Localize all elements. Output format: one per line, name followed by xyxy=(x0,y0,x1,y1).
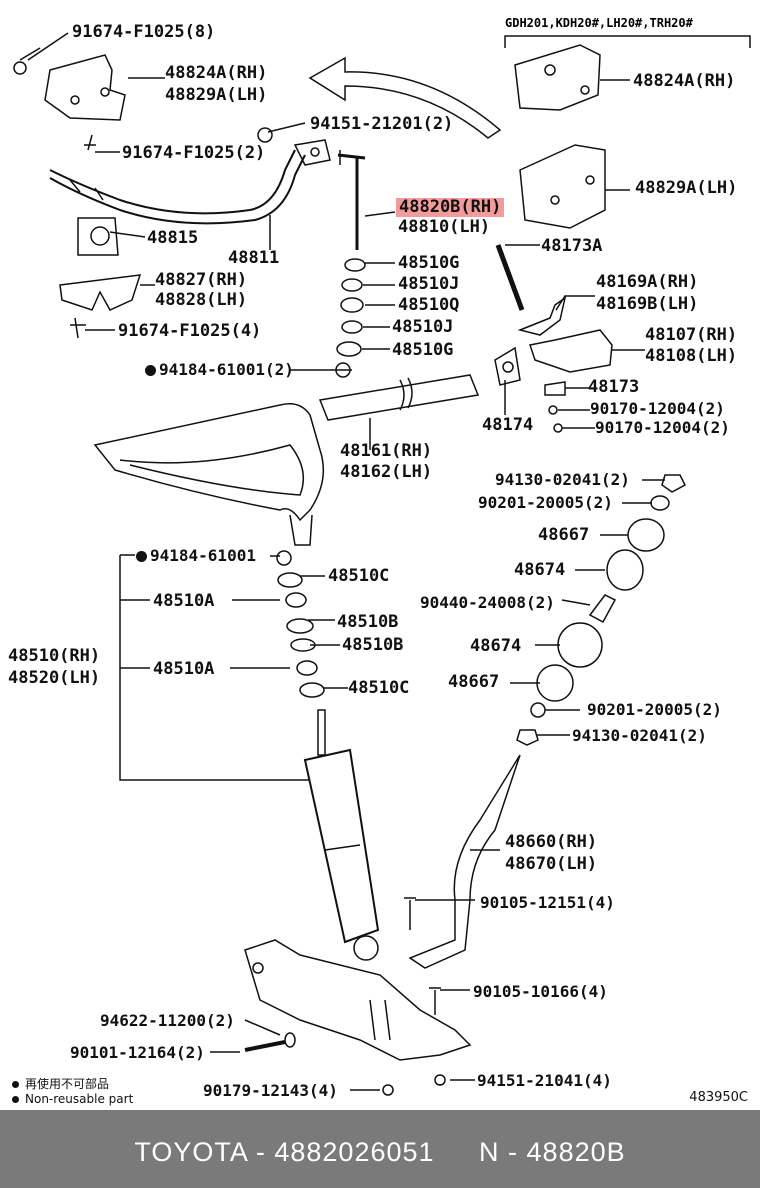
label-48510a-b[interactable]: 48510A xyxy=(153,659,215,679)
label-48107-rh[interactable]: 48107(RH) xyxy=(645,325,738,345)
label-94622-11200[interactable]: 94622-11200(2) xyxy=(100,1011,235,1030)
label-94184-61001[interactable]: 94184-61001 xyxy=(136,548,256,564)
label-94130-02041-a[interactable]: 94130-02041(2) xyxy=(495,470,630,489)
legend-non-reusable-jp: 再使用不可部品 xyxy=(12,1075,109,1092)
bracket-48824a-right xyxy=(514,44,601,111)
non-reusable-marker-icon xyxy=(136,551,147,562)
label-48520-lh[interactable]: 48520(LH) xyxy=(8,668,101,688)
kit-bracket xyxy=(119,554,310,781)
label-48510a-a[interactable]: 48510A xyxy=(153,591,215,611)
label-48510b-a[interactable]: 48510B xyxy=(337,612,399,632)
label-48510g-1[interactable]: 48510G xyxy=(398,253,460,273)
upper-arm xyxy=(93,403,325,522)
bracket-48824a-left xyxy=(44,54,126,121)
label-90105-10166[interactable]: 90105-10166(4) xyxy=(473,982,608,1001)
label-90101-12164[interactable]: 90101-12164(2) xyxy=(70,1043,205,1062)
stabilizer-bar xyxy=(49,149,296,215)
bushing-48107 xyxy=(529,329,613,373)
bushing-48815 xyxy=(77,217,119,256)
label-94184-61001-2[interactable]: 94184-61001(2) xyxy=(145,362,294,378)
label-48829a-lh-right[interactable]: 48829A(LH) xyxy=(635,178,738,198)
label-48169a-rh[interactable]: 48169A(RH) xyxy=(596,272,699,292)
non-reusable-marker-icon xyxy=(145,365,156,376)
model-applicability: GDH201,KDH20#,LH20#,TRH20# xyxy=(505,16,693,30)
label-91674-f1025-8[interactable]: 91674-F1025(8) xyxy=(72,22,216,42)
label-90170-12004-b[interactable]: 90170-12004(2) xyxy=(595,418,730,437)
label-48674-a[interactable]: 48674 xyxy=(514,560,566,580)
label-48660-rh[interactable]: 48660(RH) xyxy=(505,832,598,852)
label-48510g-2[interactable]: 48510G xyxy=(392,340,454,360)
label-90201-20005-a[interactable]: 90201-20005(2) xyxy=(478,493,613,512)
label-48674-b[interactable]: 48674 xyxy=(470,636,522,656)
label-48510j-2[interactable]: 48510J xyxy=(392,317,454,337)
label-48510c-b[interactable]: 48510C xyxy=(348,678,410,698)
label-48161-rh[interactable]: 48161(RH) xyxy=(340,441,433,461)
label-90170-12004-a[interactable]: 90170-12004(2) xyxy=(590,399,725,418)
label-48510j-1[interactable]: 48510J xyxy=(398,274,460,294)
label-48510b-b[interactable]: 48510B xyxy=(342,635,404,655)
label-48108-lh[interactable]: 48108(LH) xyxy=(645,346,738,366)
shock-absorber xyxy=(317,709,326,756)
label-48824a-rh-right[interactable]: 48824A(RH) xyxy=(633,71,736,91)
footer-text: TOYOTA - 4882026051 N - 48820B xyxy=(0,1137,760,1168)
label-48670-lh[interactable]: 48670(LH) xyxy=(505,854,598,874)
label-48824a-rh-top[interactable]: 48824A(RH) xyxy=(165,63,268,83)
label-90179-12143[interactable]: 90179-12143(4) xyxy=(203,1081,338,1100)
label-48820b-rh-highlighted[interactable]: 48820B(RH) xyxy=(396,198,505,217)
label-94130-02041-b[interactable]: 94130-02041(2) xyxy=(572,726,707,745)
footer-bar xyxy=(0,1110,760,1188)
label-48810-lh[interactable]: 48810(LH) xyxy=(398,217,491,237)
bolt-48173a xyxy=(495,244,525,311)
label-91674-f1025-4[interactable]: 91674-F1025(4) xyxy=(118,321,262,341)
label-48510q[interactable]: 48510Q xyxy=(398,295,460,315)
footer-brand-part-number: TOYOTA - 4882026051 xyxy=(134,1137,435,1167)
label-48510c-a[interactable]: 48510C xyxy=(328,566,390,586)
label-48829a-lh-top[interactable]: 48829A(LH) xyxy=(165,85,268,105)
label-48162-lh[interactable]: 48162(LH) xyxy=(340,462,433,482)
bracket-48829a-right xyxy=(519,144,606,229)
label-90440-24008[interactable]: 90440-24008(2) xyxy=(420,593,555,612)
label-90105-12151[interactable]: 90105-12151(4) xyxy=(480,893,615,912)
parts-diagram xyxy=(13,32,751,1096)
stabilizer-link xyxy=(337,153,366,250)
label-48174[interactable]: 48174 xyxy=(482,415,534,435)
diagram-reference: 483950C xyxy=(689,1090,748,1105)
label-48667-b[interactable]: 48667 xyxy=(448,672,500,692)
label-48510-rh[interactable]: 48510(RH) xyxy=(8,646,101,666)
label-48173a[interactable]: 48173A xyxy=(541,236,603,256)
label-94151-21041[interactable]: 94151-21041(4) xyxy=(477,1071,612,1090)
label-48828-lh[interactable]: 48828(LH) xyxy=(155,290,248,310)
label-48827-rh[interactable]: 48827(RH) xyxy=(155,270,248,290)
label-94151-21201[interactable]: 94151-21201(2) xyxy=(310,114,454,134)
legend-non-reusable-en: Non-reusable part xyxy=(12,1092,133,1106)
label-48815[interactable]: 48815 xyxy=(147,228,199,248)
stud-48660 xyxy=(408,754,521,969)
bullet-icon xyxy=(12,1096,19,1103)
label-48173[interactable]: 48173 xyxy=(588,377,640,397)
label-48667-a[interactable]: 48667 xyxy=(538,525,590,545)
label-48169b-lh[interactable]: 48169B(LH) xyxy=(596,294,699,314)
label-48811[interactable]: 48811 xyxy=(228,248,280,268)
bullet-icon xyxy=(12,1081,19,1088)
footer-callout: N - 48820B xyxy=(479,1137,626,1167)
label-91674-f1025-2[interactable]: 91674-F1025(2) xyxy=(122,143,266,163)
lower-arm xyxy=(244,939,472,1061)
torsion-bar xyxy=(318,374,480,421)
label-90201-20005-b[interactable]: 90201-20005(2) xyxy=(587,700,722,719)
direction-arrow xyxy=(308,56,502,139)
